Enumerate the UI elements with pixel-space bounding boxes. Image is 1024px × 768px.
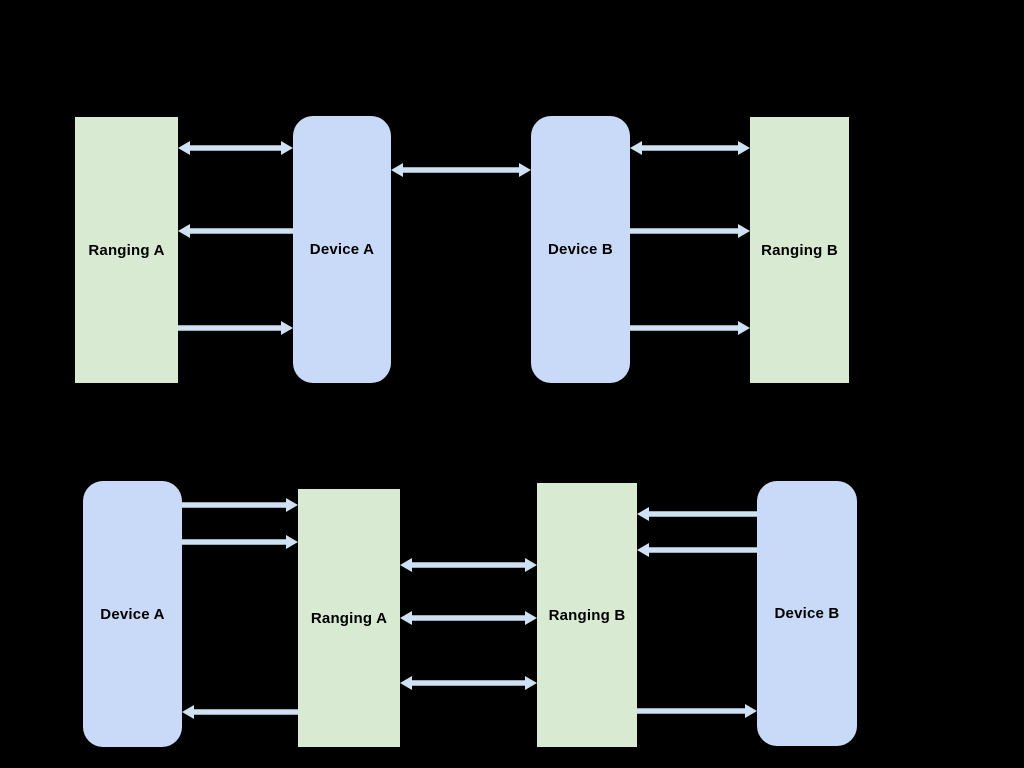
box-bottom-device-b: Device B [757,481,857,746]
box-top-device-a: Device A [293,116,391,383]
box-label-bottom-device-a: Device A [100,605,165,623]
arrowhead [637,543,649,557]
arrowhead [391,163,403,177]
arrowhead [281,141,293,155]
box-bottom-ranging-b: Ranging B [537,483,637,747]
arrowhead [178,224,190,238]
box-label-bottom-device-b: Device B [774,605,840,622]
box-label-top-device-b: Device B [548,241,613,258]
arrowhead [525,676,537,690]
box-bottom-ranging-a: Ranging A [298,489,400,747]
arrowhead [281,321,293,335]
arrow-bot-ranginga-rangingb-2 [400,611,537,625]
box-top-ranging-b: Ranging B [750,117,849,383]
arrow-top-deviceb-rangingb-2 [630,224,750,238]
arrow-bot-rangingb-deviceb [637,704,757,718]
arrowhead [400,676,412,690]
arrowhead [182,705,194,719]
arrowhead [400,558,412,572]
arrow-bot-devicea-ranginga-1 [182,498,298,512]
arrowhead [745,704,757,718]
arrow-bot-deviceb-rangingb-2 [637,543,757,557]
arrowhead [286,535,298,549]
arrowhead [519,163,531,177]
arrow-top-deviceb-rangingb-1 [630,141,750,155]
arrowhead [400,611,412,625]
arrow-bot-devicea-ranginga-2 [182,535,298,549]
arrow-bot-ranginga-rangingb-3 [400,676,537,690]
arrow-top-deviceb-rangingb-3 [630,321,750,335]
box-label-top-ranging-a: Ranging A [88,241,165,259]
arrow-top-ranginga-devicea-1 [178,141,293,155]
arrowhead [286,498,298,512]
arrowhead [738,321,750,335]
box-label-top-device-a: Device A [309,241,375,258]
arrow-top-devicea-deviceb [391,163,531,177]
arrow-top-devicea-ranginga [178,224,293,238]
box-label-bottom-ranging-a: Ranging A [310,609,388,627]
arrowhead [525,611,537,625]
arrow-bot-deviceb-rangingb-1 [637,507,757,521]
arrowhead [178,141,190,155]
box-bottom-device-a: Device A [83,481,182,747]
arrowhead [738,141,750,155]
arrowhead [637,507,649,521]
box-label-bottom-ranging-b: Ranging B [548,606,626,624]
box-label-top-ranging-b: Ranging B [761,241,838,259]
arrow-bot-ranginga-rangingb-1 [400,558,537,572]
arrowhead [525,558,537,572]
arrow-bot-ranginga-devicea [182,705,298,719]
box-top-ranging-a: Ranging A [75,117,178,383]
arrowhead [630,141,642,155]
arrowhead [738,224,750,238]
arrow-top-ranginga-devicea-2 [178,321,293,335]
box-top-device-b: Device B [531,116,630,383]
